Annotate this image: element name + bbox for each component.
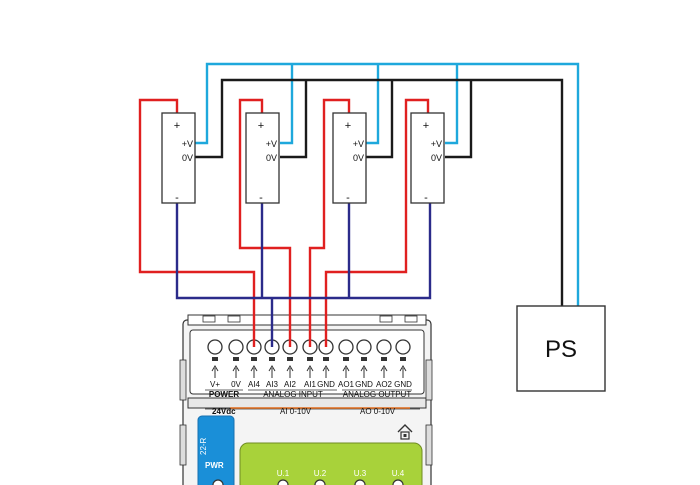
power-supply-label: PS [545, 336, 577, 363]
sensor-0v-label: 0V [431, 153, 442, 163]
terminal-slot [307, 357, 313, 361]
terminal-arrow [268, 365, 276, 378]
lcd-panel [239, 442, 423, 485]
terminal-arrow [286, 365, 294, 378]
terminal-arrow [399, 365, 407, 378]
channel-label: U.4 [392, 469, 405, 478]
sensor-minus-label: - [346, 192, 350, 204]
terminal-label: AI1 [304, 380, 317, 389]
sensor: ++V 0V - [332, 112, 367, 204]
wire-red-signal [138, 98, 430, 347]
terminal-arrow [380, 365, 388, 378]
sensor-v-plus-label: +V [353, 139, 364, 149]
group-label-analog-input: ANALOG INPUT [263, 390, 323, 399]
sensor-minus-label: - [424, 192, 428, 204]
terminal-screw [207, 339, 223, 355]
terminal-slot [251, 357, 257, 361]
terminal-label: AI4 [248, 380, 261, 389]
terminal-arrow [306, 365, 314, 378]
terminal-screw [395, 339, 411, 355]
terminal-screw [376, 339, 392, 355]
terminal-label: GND [394, 380, 412, 389]
sensor-group: ++V0V-++V0V-++V0V-++V0V- [161, 112, 445, 204]
wire-cyan-plus-v [195, 62, 580, 306]
terminal-arrow [342, 365, 350, 378]
sensor-plus-label: + [345, 120, 351, 132]
terminal-slot [400, 357, 406, 361]
power-panel [197, 415, 235, 485]
terminal-label: GND [355, 380, 373, 389]
sensor: ++V 0V - [410, 112, 445, 204]
terminal-label: 0V [231, 380, 241, 389]
terminal-arrow [211, 365, 219, 378]
terminal-slot [381, 357, 387, 361]
power-supply: PS [516, 305, 606, 392]
terminal-slot [212, 357, 218, 361]
group-label-analog-output: ANALOG OUTPUT [343, 390, 412, 399]
label-ai-range: AI 0-10V [280, 407, 312, 416]
pwr-label: PWR [205, 461, 224, 470]
terminal-slot [323, 357, 329, 361]
wire-black-0v [195, 78, 564, 306]
home-icon [397, 424, 413, 440]
terminal-arrow [250, 365, 258, 378]
terminal-slot [361, 357, 367, 361]
sensor: ++V 0V - [245, 112, 280, 204]
terminal-label: V+ [210, 380, 220, 389]
sensor-plus-label: + [423, 120, 429, 132]
channel-label: U.3 [354, 469, 367, 478]
sensor-v-plus-label: +V [431, 139, 442, 149]
terminal-arrow [322, 365, 330, 378]
sensor-minus-label: - [259, 192, 263, 204]
terminal-slot [269, 357, 275, 361]
terminal-screw [228, 339, 244, 355]
wire-navy-return [175, 203, 432, 347]
channel-label: U.2 [314, 469, 327, 478]
side-model-text: 22-R [199, 437, 208, 455]
sensor-0v-label: 0V [353, 153, 364, 163]
terminal-screw [356, 339, 372, 355]
terminal-slot [287, 357, 293, 361]
label-ao-range: AO 0-10V [360, 407, 396, 416]
terminal-label: AO1 [338, 380, 355, 389]
terminal-label: AO2 [376, 380, 393, 389]
sensor-v-plus-label: +V [182, 139, 193, 149]
terminal-label: GND [317, 380, 335, 389]
terminal-slot [343, 357, 349, 361]
terminal-label: AI2 [284, 380, 297, 389]
terminal-screw [338, 339, 354, 355]
label-24vdc: 24Vdc [212, 407, 236, 416]
terminal-arrow [232, 365, 240, 378]
sensor-plus-label: + [258, 120, 264, 132]
terminal-slot [233, 357, 239, 361]
wires [138, 62, 580, 347]
channel-label: U.1 [277, 469, 290, 478]
sensor-0v-label: 0V [182, 153, 193, 163]
sensor: ++V 0V - [161, 112, 196, 204]
sensor-v-plus-label: +V [266, 139, 277, 149]
terminal-label: AI3 [266, 380, 279, 389]
sensor-0v-label: 0V [266, 153, 277, 163]
sensor-minus-label: - [175, 192, 179, 204]
sensor-plus-label: + [174, 120, 180, 132]
group-label-power: POWER [209, 390, 239, 399]
terminal-arrow [360, 365, 368, 378]
